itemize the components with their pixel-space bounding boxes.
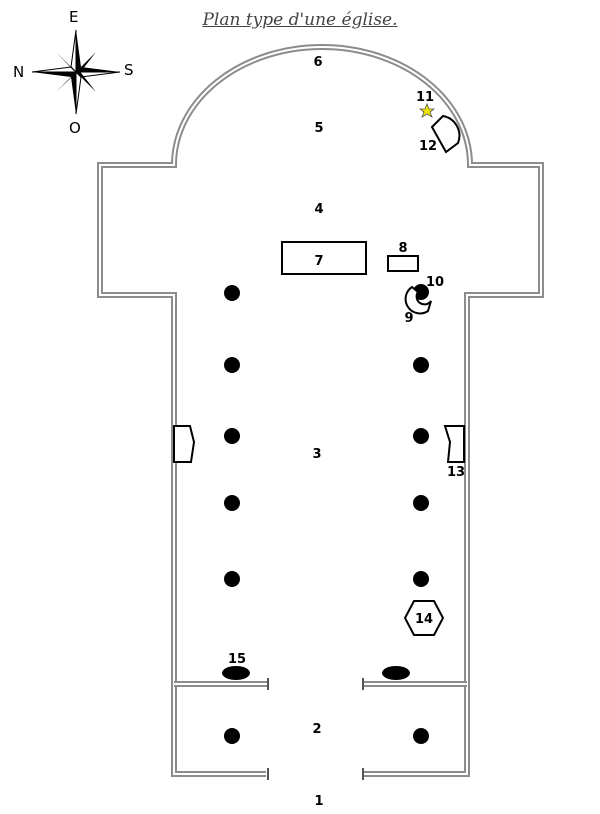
label-9: 9: [404, 311, 413, 326]
diagram-title: Plan type d'une église.: [202, 10, 398, 30]
confessional-left-shape: [173, 425, 196, 463]
pillar: [224, 495, 240, 511]
pillar: [413, 357, 429, 373]
label-6: 6: [313, 55, 322, 70]
label-1: 1: [314, 794, 323, 809]
element-12-shape: [430, 114, 461, 154]
label-10: 10: [426, 275, 444, 290]
pillar: [413, 728, 429, 744]
holy-water-font-left: [222, 666, 250, 680]
pillar: [413, 571, 429, 587]
label-15: 15: [228, 652, 246, 667]
element-14-shape: [403, 600, 445, 636]
pillar: [224, 357, 240, 373]
label-14: 14: [415, 612, 433, 627]
label-11: 11: [416, 90, 434, 105]
altar-shape: [281, 241, 367, 275]
pillar: [413, 428, 429, 444]
church-walls: [97, 44, 544, 780]
pillar: [224, 728, 240, 744]
confessional-right-shape: [443, 425, 465, 463]
compass-north-label: N: [13, 63, 25, 81]
label-12: 12: [419, 139, 437, 154]
compass-south-label: S: [124, 61, 134, 79]
label-4: 4: [314, 202, 323, 217]
candle-star-icon: [418, 102, 436, 118]
pillar: [224, 428, 240, 444]
holy-water-font-right: [382, 666, 410, 680]
label-7: 7: [314, 254, 323, 269]
label-5: 5: [314, 121, 323, 136]
label-8: 8: [398, 241, 407, 256]
pulpit-shape: [404, 285, 432, 315]
label-13: 13: [447, 465, 465, 480]
compass-rose-icon: [31, 29, 121, 115]
compass-west-label: O: [69, 119, 81, 137]
pillar: [224, 571, 240, 587]
label-3: 3: [312, 447, 321, 462]
credence-table-shape: [387, 255, 419, 272]
pillar: [413, 495, 429, 511]
compass-east-label: E: [69, 8, 79, 26]
label-2: 2: [312, 722, 321, 737]
pillar: [224, 285, 240, 301]
pillars: [224, 285, 429, 744]
